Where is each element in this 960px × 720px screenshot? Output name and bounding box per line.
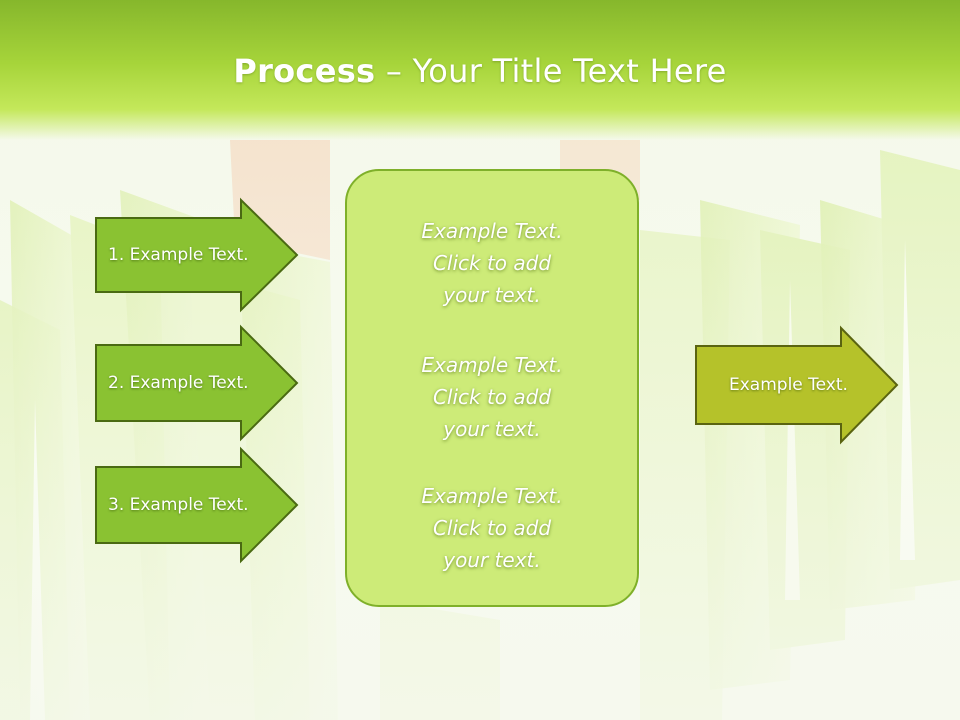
center-block-1-line-1: Example Text. (421, 219, 563, 243)
step-arrow-1[interactable]: 1. Example Text. (95, 197, 299, 313)
step-label-3: 3. Example Text. (108, 495, 249, 515)
center-text-box[interactable]: Example Text. Click to add your text. Ex… (345, 169, 639, 607)
output-arrow[interactable]: Example Text. (695, 325, 899, 445)
center-block-2-line-2: Click to add (432, 385, 552, 409)
center-block-1: Example Text. Click to add your text. (347, 215, 637, 311)
center-block-2-line-3: your text. (443, 417, 541, 441)
slide-title[interactable]: Process – Your Title Text Here (0, 52, 960, 90)
title-bold: Process (233, 52, 376, 90)
center-block-3-line-1: Example Text. (421, 484, 563, 508)
center-block-2-line-1: Example Text. (421, 353, 563, 377)
step-label-1: 1. Example Text. (108, 245, 249, 265)
title-rest: – Your Title Text Here (375, 52, 727, 90)
step-arrow-3[interactable]: 3. Example Text. (95, 446, 299, 564)
step-arrow-2[interactable]: 2. Example Text. (95, 324, 299, 442)
center-block-3-line-3: your text. (443, 548, 541, 572)
output-label: Example Text. (729, 375, 848, 395)
center-block-3-line-2: Click to add (432, 516, 552, 540)
center-block-2: Example Text. Click to add your text. (347, 349, 637, 445)
center-block-1-line-3: your text. (443, 283, 541, 307)
center-block-1-line-2: Click to add (432, 251, 552, 275)
center-block-3: Example Text. Click to add your text. (347, 480, 637, 576)
title-band (0, 0, 960, 140)
step-label-2: 2. Example Text. (108, 373, 249, 393)
